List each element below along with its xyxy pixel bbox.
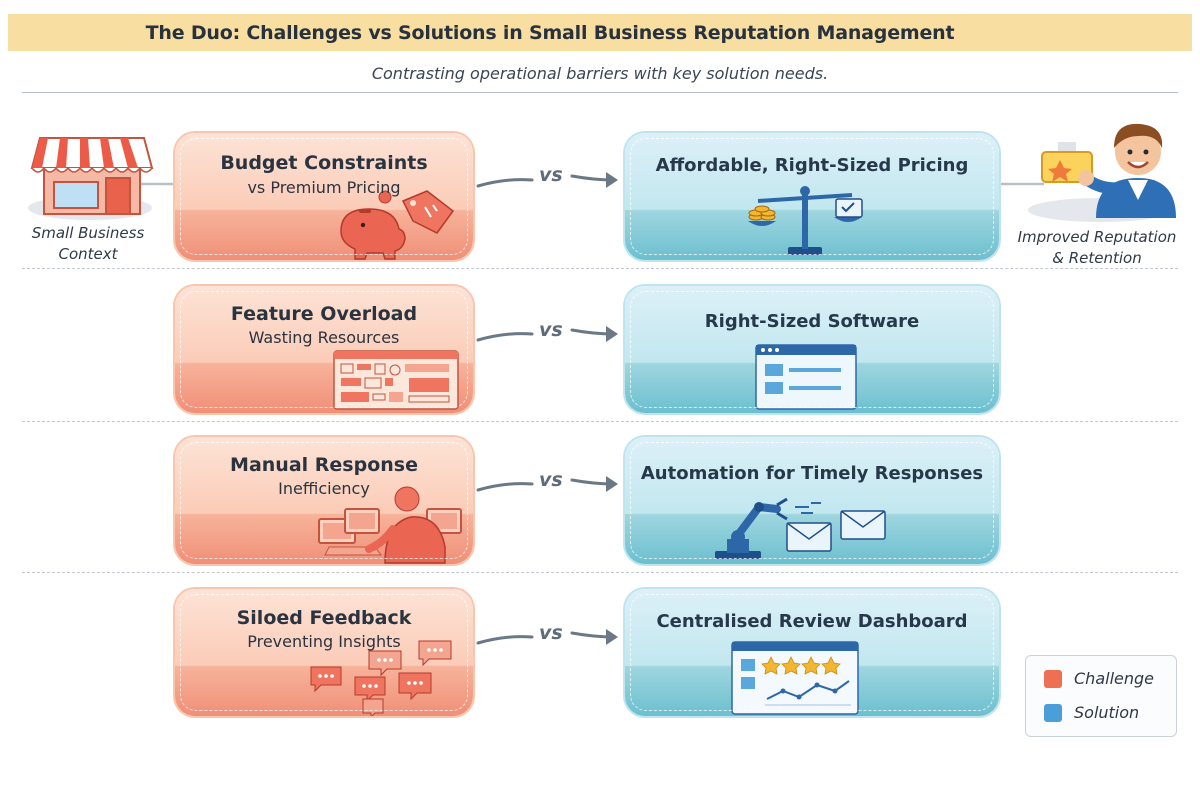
cluttered-dashboard-icon bbox=[333, 350, 459, 410]
right-context-label: Improved Reputation& Retention bbox=[1017, 228, 1177, 267]
page-title: The Duo: Challenges vs Solutions in Smal… bbox=[145, 21, 955, 44]
solution-card-software: Right-Sized Software bbox=[625, 286, 999, 413]
row-divider bbox=[22, 421, 1178, 422]
vs-label: vs bbox=[539, 469, 563, 491]
solution-title: Centralised Review Dashboard bbox=[656, 611, 968, 632]
legend-item-challenge: Challenge bbox=[1044, 669, 1154, 688]
review-dashboard-icon bbox=[731, 641, 859, 715]
challenge-subtitle: Wasting Resources bbox=[248, 328, 400, 347]
arrow-right-icon bbox=[570, 326, 618, 342]
challenge-card-manual-response: Manual Response Inefficiency bbox=[175, 437, 473, 564]
title-bar: The Duo: Challenges vs Solutions in Smal… bbox=[8, 14, 1192, 51]
vs-label: vs bbox=[539, 164, 563, 186]
arrow-right-icon bbox=[570, 476, 618, 492]
simple-app-window-icon bbox=[755, 344, 857, 410]
challenge-card-budget: Budget Constraints vs Premium Pricing bbox=[175, 133, 473, 260]
challenge-title: Siloed Feedback bbox=[236, 607, 412, 629]
storefront-icon bbox=[28, 137, 180, 220]
solution-title: Automation for Timely Responses bbox=[640, 463, 984, 484]
solution-card-automation: Automation for Timely Responses bbox=[625, 437, 999, 564]
piggy-bank-price-tag-icon bbox=[340, 190, 455, 260]
row-divider bbox=[22, 572, 1178, 573]
challenge-title: Feature Overload bbox=[230, 303, 418, 325]
solution-card-dashboard: Centralised Review Dashboard bbox=[625, 589, 999, 716]
arrow-left-segment bbox=[476, 635, 534, 645]
challenge-subtitle: Preventing Insights bbox=[247, 632, 401, 651]
happy-customer-icon bbox=[1000, 123, 1176, 222]
vs-label: vs bbox=[539, 622, 563, 644]
arrow-right-icon bbox=[570, 629, 618, 645]
challenge-title: Budget Constraints bbox=[220, 152, 428, 174]
solution-title: Right-Sized Software bbox=[704, 311, 920, 332]
solution-card-pricing: Affordable, Right-Sized Pricing bbox=[625, 133, 999, 260]
vs-label: vs bbox=[539, 319, 563, 341]
arrow-left-segment bbox=[476, 178, 534, 188]
row-divider bbox=[22, 268, 1178, 269]
solution-title: Affordable, Right-Sized Pricing bbox=[655, 155, 969, 176]
challenge-card-feature-overload: Feature Overload Wasting Resources bbox=[175, 286, 473, 413]
legend-label-solution: Solution bbox=[1074, 703, 1140, 722]
balance-scale-icon bbox=[748, 186, 863, 255]
header-divider bbox=[22, 92, 1178, 93]
legend-item-solution: Solution bbox=[1044, 703, 1139, 722]
page-subtitle: Contrasting operational barriers with ke… bbox=[371, 64, 829, 83]
challenge-card-siloed-feedback: Siloed Feedback Preventing Insights bbox=[175, 589, 473, 716]
challenge-subtitle: vs Premium Pricing bbox=[247, 178, 401, 197]
legend-swatch-challenge bbox=[1044, 669, 1062, 688]
challenge-title: Manual Response bbox=[230, 454, 418, 476]
robot-arm-email-icon bbox=[715, 497, 886, 559]
legend-label-challenge: Challenge bbox=[1074, 669, 1154, 688]
arrow-left-segment bbox=[476, 332, 534, 342]
challenge-subtitle: Inefficiency bbox=[278, 479, 370, 498]
arrow-right-icon bbox=[570, 172, 618, 188]
arrow-left-segment bbox=[476, 482, 534, 492]
legend: Challenge Solution bbox=[1025, 655, 1177, 737]
legend-swatch-solution bbox=[1044, 703, 1062, 722]
